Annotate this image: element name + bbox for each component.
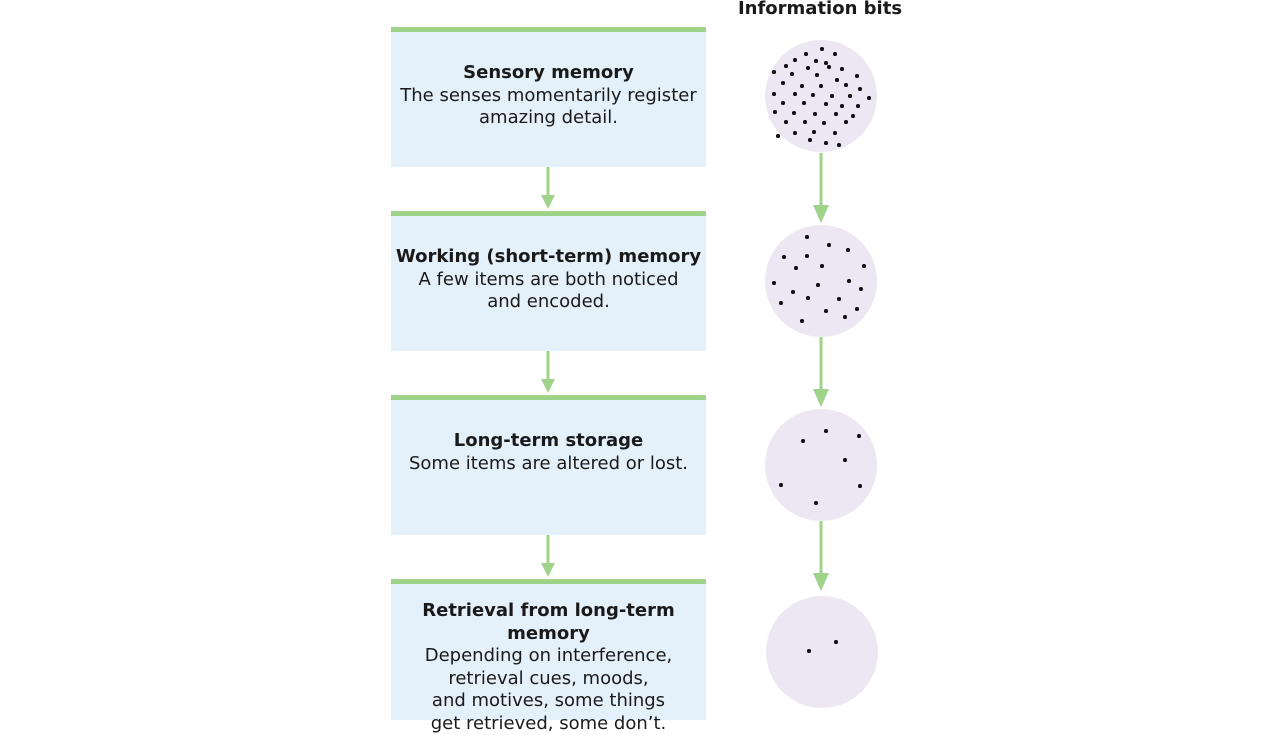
information-bit-dot <box>827 65 831 69</box>
information-bit-dot <box>805 235 809 239</box>
information-bit-dot <box>808 138 812 142</box>
information-bit-dot <box>824 102 828 106</box>
information-bit-dot <box>793 131 797 135</box>
information-bit-dot <box>802 101 806 105</box>
information-bits-circle <box>765 40 877 152</box>
information-bit-dot <box>857 434 861 438</box>
information-bit-dot <box>847 279 851 283</box>
information-bit-dot <box>772 70 776 74</box>
information-bits-circle <box>765 225 877 337</box>
information-bit-dot <box>851 114 855 118</box>
arrow-down-icon <box>541 535 555 577</box>
information-bit-dot <box>835 78 839 82</box>
information-bit-dot <box>844 83 848 87</box>
stage-sensory-memory: Sensory memory The senses momentarily re… <box>391 27 706 167</box>
information-bit-dot <box>792 111 796 115</box>
information-bit-dot <box>811 93 815 97</box>
information-bit-dot <box>801 439 805 443</box>
information-bit-dot <box>840 67 844 71</box>
information-bit-dot <box>813 112 817 116</box>
information-bit-dot <box>840 104 844 108</box>
information-bit-dot <box>862 264 866 268</box>
information-bit-dot <box>773 110 777 114</box>
information-bit-dot <box>806 66 810 70</box>
information-bit-dot <box>782 255 786 259</box>
information-bit-dot <box>824 429 828 433</box>
information-bits-header: Information bits <box>737 0 903 19</box>
information-bit-dot <box>779 483 783 487</box>
information-bit-dot <box>846 248 850 252</box>
stage-long-term-storage: Long-term storage Some items are altered… <box>391 395 706 535</box>
information-bit-dot <box>827 243 831 247</box>
information-bit-dot <box>781 101 785 105</box>
information-bit-dot <box>820 264 824 268</box>
information-bit-dot <box>858 484 862 488</box>
information-bit-dot <box>844 120 848 124</box>
stage-working-memory: Working (short-term) memory A few items … <box>391 211 706 351</box>
information-bit-dot <box>791 290 795 294</box>
information-bit-dot <box>858 87 862 91</box>
information-bit-dot <box>805 254 809 258</box>
information-bit-dot <box>800 84 804 88</box>
stage-description: A few items are both noticed and encoded… <box>418 268 679 313</box>
information-bit-dot <box>833 52 837 56</box>
information-bit-dot <box>772 92 776 96</box>
arrow-down-icon <box>541 167 555 209</box>
information-bit-dot <box>848 94 852 98</box>
information-bit-dot <box>816 283 820 287</box>
information-bit-dot <box>824 309 828 313</box>
arrow-down-icon <box>813 521 829 591</box>
information-bit-dot <box>772 281 776 285</box>
information-bit-dot <box>855 74 859 78</box>
information-bit-dot <box>830 94 834 98</box>
arrow-down-icon <box>813 337 829 407</box>
information-bit-dot <box>793 58 797 62</box>
information-bit-dot <box>781 81 785 85</box>
information-bit-dot <box>800 319 804 323</box>
information-bit-dot <box>833 131 837 135</box>
information-bit-dot <box>794 266 798 270</box>
information-bit-dot <box>822 121 826 125</box>
information-bit-dot <box>790 72 794 76</box>
information-bit-dot <box>776 134 780 138</box>
stage-description: Depending on interference, retrieval cue… <box>424 645 673 734</box>
stage-retrieval: Retrieval from long-term memory Dependin… <box>391 579 706 734</box>
information-bit-dot <box>856 104 860 108</box>
information-bits-circle <box>766 596 878 708</box>
information-bit-dot <box>834 640 838 644</box>
information-bit-dot <box>855 307 859 311</box>
information-bits-circle <box>765 409 877 521</box>
stage-title: Working (short-term) memory <box>395 246 702 267</box>
arrow-down-icon <box>813 153 829 223</box>
stage-title: Long-term storage <box>453 430 644 451</box>
stage-title: Retrieval from long-term memory <box>422 600 675 644</box>
information-bit-dot <box>837 297 841 301</box>
stage-title: Sensory memory <box>463 62 634 83</box>
information-bit-dot <box>807 649 811 653</box>
information-bit-dot <box>834 112 838 116</box>
information-bit-dot <box>820 47 824 51</box>
information-bit-dot <box>843 315 847 319</box>
information-bit-dot <box>824 141 828 145</box>
information-bit-dot <box>837 143 841 147</box>
information-bit-dot <box>843 458 847 462</box>
information-bit-dot <box>793 92 797 96</box>
stage-description: Some items are altered or lost. <box>408 452 689 474</box>
information-bit-dot <box>824 61 828 65</box>
information-bit-dot <box>806 296 810 300</box>
information-bit-dot <box>867 96 871 100</box>
information-bit-dot <box>812 130 816 134</box>
information-bit-dot <box>803 120 807 124</box>
information-bit-dot <box>819 84 823 88</box>
information-bit-dot <box>779 301 783 305</box>
information-bit-dot <box>859 287 863 291</box>
information-bit-dot <box>815 73 819 77</box>
information-bit-dot <box>804 52 808 56</box>
information-bit-dot <box>784 120 788 124</box>
stage-description: The senses momentarily register amazing … <box>400 84 697 129</box>
arrow-down-icon <box>541 351 555 393</box>
information-bit-dot <box>814 501 818 505</box>
information-bit-dot <box>814 59 818 63</box>
information-bit-dot <box>784 64 788 68</box>
